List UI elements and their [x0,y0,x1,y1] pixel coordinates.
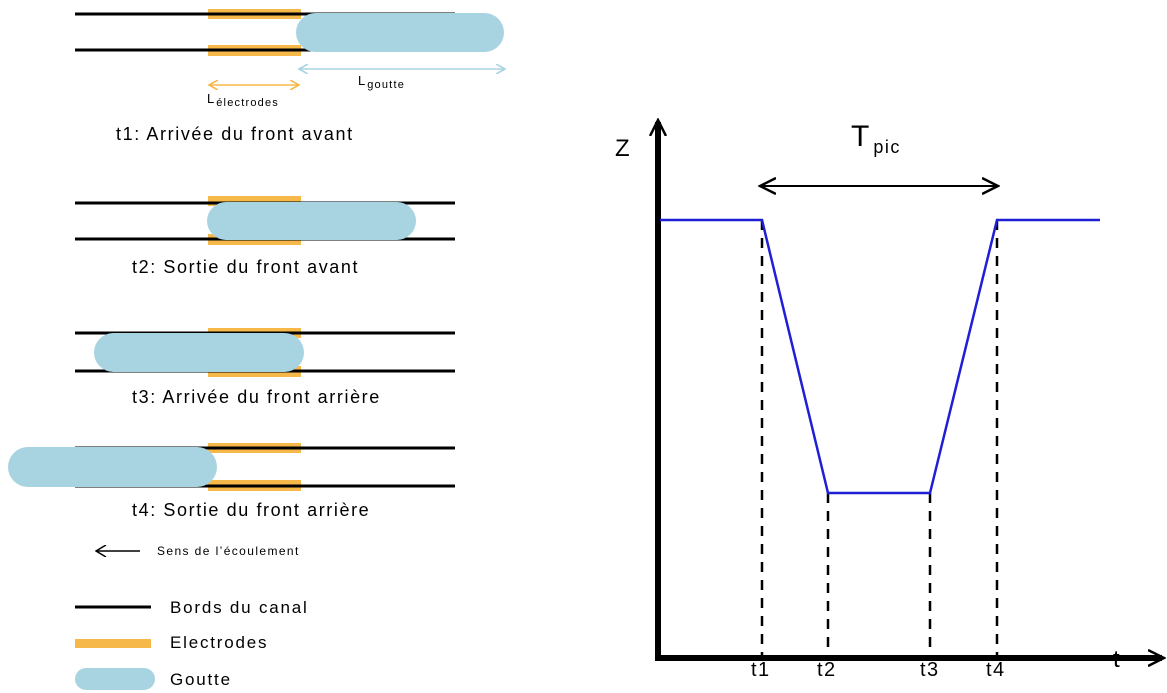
step-t3-schematic: t3: Arrivée du front arrière [75,328,455,407]
step-t4-schematic: t4: Sortie du front arrière [8,443,455,520]
legend-item-electrodes: Electrodes [75,633,268,652]
legend-label: Electrodes [170,633,268,652]
drop [94,333,304,372]
legend: Bords du canal Electrodes Goutte [75,598,309,690]
legend-item-channel: Bords du canal [75,598,309,617]
tick-label-t3: t3 [920,659,940,681]
step-caption: t4: Sortie du front arrière [132,500,370,520]
tick-label-t1: t1 [751,659,771,681]
x-axis-label: t [1113,646,1120,673]
step-caption: t3: Arrivée du front arrière [132,387,381,407]
tick-label-t4: t4 [986,659,1006,681]
tick-label-t2: t2 [817,659,837,681]
electrode-top [208,196,301,206]
y-axis-label: Z [615,135,630,162]
step-caption: t2: Sortie du front avant [132,257,359,277]
legend-item-drop: Goutte [75,668,232,690]
drop-pill-icon [75,668,155,690]
drop [207,202,416,240]
legend-label: Bords du canal [170,598,309,617]
step-caption: t1: Arrivée du front avant [116,124,354,144]
signal-curve [660,218,1100,495]
drop [296,13,504,52]
flow-direction: Sens de l’écoulement [96,544,300,558]
flow-direction-label: Sens de l’écoulement [157,544,300,558]
step-t2-schematic: t2: Sortie du front avant [75,196,455,277]
electrode-bar-icon [75,639,151,648]
legend-label: Goutte [170,670,232,689]
drop [8,447,217,487]
time-markers [760,220,999,655]
